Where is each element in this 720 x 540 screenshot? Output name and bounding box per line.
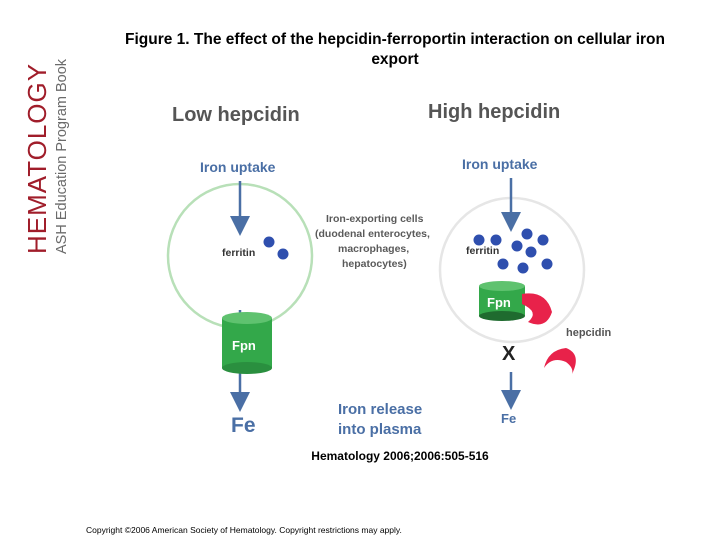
free-hepcidin-icon bbox=[544, 348, 576, 374]
iron-dot bbox=[541, 258, 553, 270]
fpn-right-channel bbox=[479, 281, 525, 321]
iron-dot bbox=[263, 236, 275, 248]
svg-text:hepatocytes): hepatocytes) bbox=[342, 258, 407, 270]
ferritin-left-label: ferritin bbox=[222, 247, 255, 259]
fe-left-label: Fe bbox=[231, 414, 256, 437]
hepcidin-label: hepcidin bbox=[566, 327, 612, 339]
svg-text:(duodenal enterocytes,: (duodenal enterocytes, bbox=[315, 228, 430, 240]
iron-dot bbox=[473, 234, 485, 246]
iron-dot bbox=[525, 246, 537, 258]
bound-hepcidin-icon bbox=[522, 293, 552, 325]
low-hepcidin-title: Low hepcidin bbox=[172, 104, 300, 126]
block-mark: X bbox=[502, 343, 516, 365]
iron-exporting-cells-label: Iron-exporting cells (duodenal enterocyt… bbox=[315, 213, 430, 270]
iron-dot bbox=[521, 228, 533, 240]
iron-dot bbox=[537, 234, 549, 246]
journal-logo: HEMATOLOGY ASH Education Program Book bbox=[22, 58, 70, 254]
iron-dot bbox=[277, 248, 289, 260]
iron-release-label: Iron release into plasma bbox=[338, 401, 422, 438]
svg-text:into plasma: into plasma bbox=[338, 421, 422, 438]
iron-dot bbox=[511, 240, 523, 252]
high-hepcidin-title: High hepcidin bbox=[428, 101, 560, 123]
iron-uptake-right-label: Iron uptake bbox=[462, 156, 538, 172]
fpn-right-label: Fpn bbox=[487, 295, 511, 310]
iron-uptake-left-label: Iron uptake bbox=[200, 159, 276, 175]
journal-name: HEMATOLOGY bbox=[22, 63, 52, 254]
copyright-notice: Copyright ©2006 American Society of Hema… bbox=[86, 525, 402, 535]
svg-text:Iron release: Iron release bbox=[338, 401, 422, 418]
iron-dot bbox=[497, 258, 509, 270]
fpn-left-label: Fpn bbox=[232, 338, 256, 353]
ferritin-right-label: ferritin bbox=[466, 245, 499, 257]
fpn-left-channel bbox=[222, 312, 272, 374]
figure-title: Figure 1. The effect of the hepcidin-fer… bbox=[125, 31, 665, 68]
program-name: ASH Education Program Book bbox=[54, 58, 70, 254]
citation: Hematology 2006;2006:505-516 bbox=[311, 449, 489, 463]
svg-text:macrophages,: macrophages, bbox=[338, 243, 409, 255]
iron-dot bbox=[517, 262, 529, 274]
iron-dot bbox=[490, 234, 502, 246]
fe-right-label: Fe bbox=[501, 411, 516, 426]
svg-text:Iron-exporting cells: Iron-exporting cells bbox=[326, 213, 424, 225]
